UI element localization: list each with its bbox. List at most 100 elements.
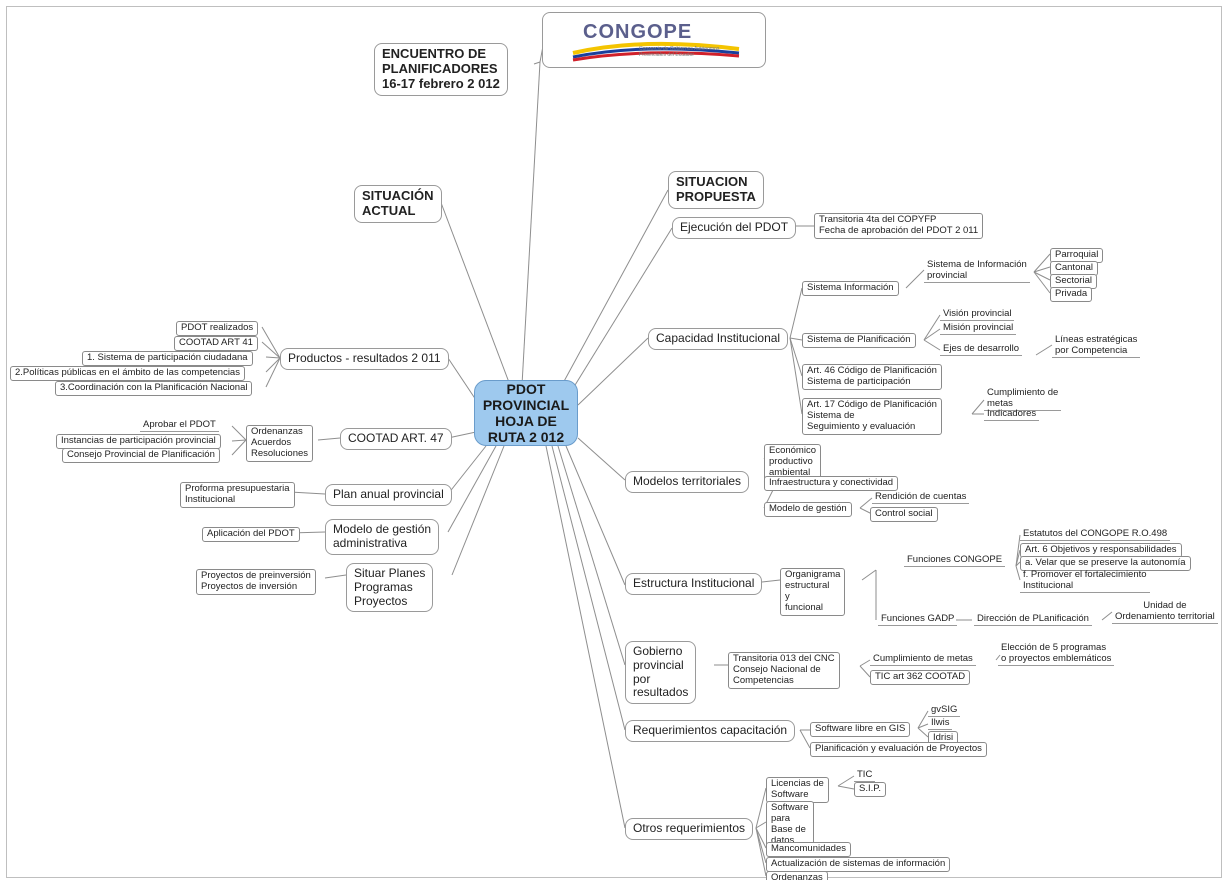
edge	[565, 445, 626, 586]
list-item[interactable]: Proforma presupuestaria Institucional	[180, 482, 295, 508]
node-situacion-propuesta[interactable]: SITUACION PROPUESTA	[668, 171, 764, 209]
list-item[interactable]: 1. Sistema de participación ciudadana	[82, 351, 253, 366]
node-capacitacion[interactable]: Requerimientos capacitación	[625, 720, 796, 742]
list-item[interactable]: a. Velar que se preserve la autonomía	[1020, 556, 1191, 571]
node-modelo-gestion-territorial[interactable]: Modelo de gestión	[764, 502, 852, 517]
list-item[interactable]: 2.Políticas públicas en el ámbito de las…	[10, 366, 245, 381]
node-cumplimiento-metas[interactable]: Cumplimiento de metas	[984, 387, 1062, 411]
node-art-17[interactable]: Art. 17 Código de Planificación Sistema …	[802, 398, 942, 435]
node-transitoria-013[interactable]: Transitoria 013 del CNC Consejo Nacional…	[728, 652, 840, 689]
edge	[755, 821, 767, 829]
node-capacidad[interactable]: Capacidad Institucional	[648, 328, 789, 350]
node-sistema-planificacion[interactable]: Sistema de Planificación	[802, 333, 916, 348]
node-unidad-ordenamiento[interactable]: Unidad de Ordenamiento territorial	[1112, 600, 1218, 624]
edge	[447, 445, 487, 495]
edge	[1033, 266, 1051, 273]
edge	[1033, 271, 1051, 281]
node-funciones-gadp[interactable]: Funciones GADP	[878, 613, 958, 626]
list-item[interactable]: Instancias de participación provincial	[56, 434, 221, 449]
node-ordenanzas-otros[interactable]: Ordenanzas	[766, 871, 828, 880]
list-item[interactable]: Proyectos de preinversión Proyectos de i…	[196, 569, 316, 595]
congope-logo: CONGOPE Consorcio de Gobiernos Autónomos…	[542, 12, 766, 68]
node-sistema-informacion[interactable]: Sistema Información	[802, 281, 899, 296]
node-cumplimiento-gobierno[interactable]: Cumplimiento de metas	[870, 653, 976, 666]
list-item[interactable]: Aplicación del PDOT	[202, 527, 300, 542]
node-ejecucion-detail[interactable]: Transitoria 4ta del COPYFP Fecha de apro…	[814, 213, 984, 239]
edge	[789, 337, 803, 415]
list-item[interactable]: f. Promover el fortalecimiento Instituci…	[1020, 569, 1150, 593]
node-actualizacion[interactable]: Actualización de sistemas de información	[766, 857, 951, 872]
edge	[265, 357, 281, 373]
list-item[interactable]: Visión provincial	[940, 308, 1015, 321]
edge	[799, 729, 811, 749]
node-situar[interactable]: Situar Planes Programas Proyectos	[346, 563, 434, 613]
edge	[923, 314, 941, 341]
node-productos[interactable]: Productos - resultados 2 011	[280, 348, 449, 370]
list-item[interactable]: gvSIG	[928, 704, 961, 717]
node-estructura[interactable]: Estructura Institucional	[625, 573, 763, 595]
root-node[interactable]: PDOT PROVINCIAL HOJA DE RUTA 2 012	[474, 380, 578, 446]
node-modelos-territoriales[interactable]: Modelos territoriales	[625, 471, 750, 493]
edge	[577, 437, 626, 481]
node-licencias[interactable]: Licencias de Software	[766, 777, 829, 803]
list-item[interactable]: Control social	[870, 507, 938, 522]
list-item[interactable]: Rendición de cuentas	[872, 491, 970, 504]
edge	[1035, 344, 1053, 356]
list-item[interactable]: S.I.P.	[854, 782, 887, 797]
edge	[1015, 561, 1021, 567]
edge	[1101, 611, 1113, 621]
node-planificacion-evaluacion[interactable]: Planificación y evaluación de Proyectos	[810, 742, 987, 757]
edge	[447, 357, 477, 401]
page-frame	[6, 6, 1222, 878]
edge	[1033, 271, 1051, 294]
list-item[interactable]: Ejes de desarrollo	[940, 343, 1023, 356]
edge	[324, 574, 347, 579]
edge	[261, 341, 281, 359]
node-software-bd[interactable]: Software para Base de datos	[766, 801, 814, 849]
edge	[917, 727, 929, 738]
node-economico[interactable]: Económico productivo ambiental	[764, 444, 821, 481]
edge	[521, 61, 541, 386]
node-sistema-info-provincial[interactable]: Sistema de Información provincial	[924, 259, 1030, 283]
list-item[interactable]: PDOT realizados	[176, 321, 259, 336]
list-item[interactable]: COOTAD ART 41	[174, 336, 258, 351]
list-item[interactable]: Ilwis	[928, 717, 953, 730]
list-item[interactable]: Consejo Provincial de Planificación	[62, 448, 220, 463]
logo-wordmark: CONGOPE	[583, 21, 693, 43]
node-indicadores[interactable]: Indicadores	[984, 408, 1040, 421]
edge	[905, 269, 925, 289]
edge	[837, 785, 855, 790]
node-ordenanzas[interactable]: Ordenanzas Acuerdos Resoluciones	[246, 425, 314, 462]
edge	[561, 189, 669, 386]
edge	[265, 357, 281, 388]
node-cootad-47[interactable]: COOTAD ART. 47	[340, 428, 452, 450]
edge	[533, 61, 541, 65]
list-item[interactable]: Misión provincial	[940, 322, 1017, 335]
node-organigrama[interactable]: Organigrama estructural y funcional	[780, 568, 846, 616]
list-item[interactable]: Estatutos del CONGOPE R.O.498	[1020, 528, 1171, 541]
edge	[755, 827, 767, 849]
node-art-46[interactable]: Art. 46 Código de Planificación Sistema …	[802, 364, 942, 390]
edge	[1033, 253, 1051, 273]
node-software-libre[interactable]: Software libre en GIS	[810, 722, 911, 737]
edge	[317, 437, 341, 441]
list-item[interactable]: Aprobar el PDOT	[140, 419, 219, 432]
node-infraestructura[interactable]: Infraestructura y conectividad	[764, 476, 899, 491]
node-mancomunidades[interactable]: Mancomunidades	[766, 842, 851, 857]
node-direccion-planificacion[interactable]: Dirección de PLanificación	[974, 613, 1092, 626]
list-item[interactable]: Sectorial	[1050, 274, 1097, 289]
node-plan-anual[interactable]: Plan anual provincial	[325, 484, 452, 506]
node-tic-cootad[interactable]: TIC art 362 COOTAD	[870, 670, 971, 685]
node-otros[interactable]: Otros requerimientos	[625, 818, 754, 840]
edge	[995, 654, 1001, 661]
node-modelo-gestion[interactable]: Modelo de gestión administrativa	[325, 519, 440, 555]
node-ejecucion[interactable]: Ejecución del PDOT	[672, 217, 797, 239]
node-gobierno[interactable]: Gobierno provincial por resultados	[625, 641, 697, 705]
node-funciones-congope[interactable]: Funciones CONGOPE	[904, 554, 1006, 567]
list-item[interactable]: Privada	[1050, 287, 1093, 302]
node-lineas-estrategicas[interactable]: Líneas estratégicas por Competencia	[1052, 334, 1141, 358]
node-situacion-actual[interactable]: SITUACIÓN ACTUAL	[354, 185, 442, 223]
list-item[interactable]: 3.Coordinación con la Planificación Naci…	[55, 381, 253, 396]
list-item[interactable]: TIC	[854, 769, 876, 782]
node-eleccion-programas[interactable]: Elección de 5 programas o proyectos embl…	[998, 642, 1115, 666]
